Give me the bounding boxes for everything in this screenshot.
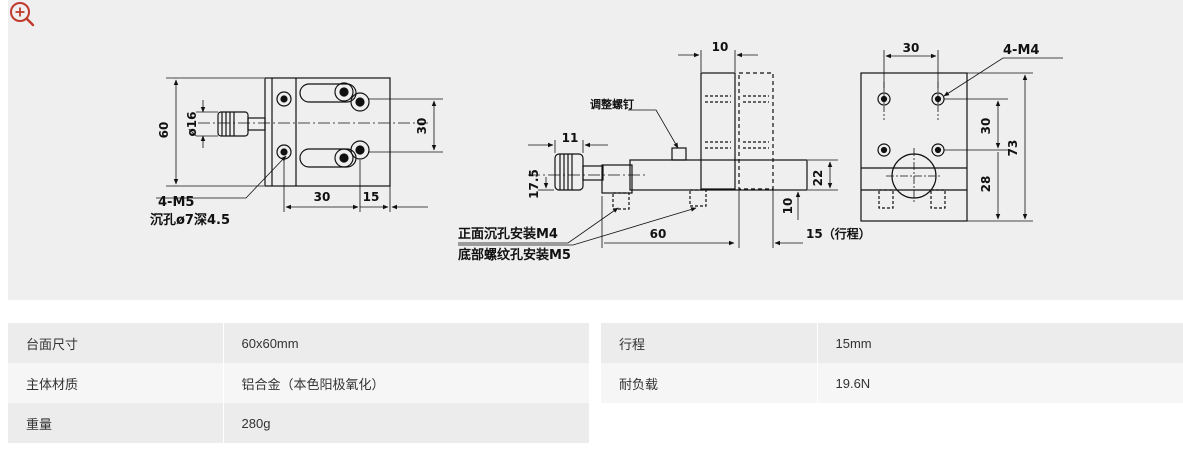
left-dim-60: 60	[157, 122, 171, 139]
spec-table-right: 行程 15mm 耐负载 19.6N	[601, 323, 1183, 403]
spec-value: 280g	[223, 403, 589, 443]
table-row: 重量 280g	[8, 403, 589, 443]
right-label-4m4: 4-M4	[1003, 43, 1039, 58]
right-view	[860, 50, 1063, 222]
right-view-body	[860, 72, 968, 222]
left-dim-30: 30	[314, 190, 331, 204]
left-note-counterbore: 沉孔ø7深4.5	[150, 212, 230, 228]
left-view-body	[264, 77, 391, 187]
middle-upright-front	[700, 72, 736, 190]
middle-dim-11: 11	[562, 131, 579, 145]
middle-upright-rear	[738, 72, 774, 190]
spec-label: 耐负载	[601, 363, 818, 403]
middle-view	[458, 50, 838, 248]
left-dim-15: 15	[363, 190, 380, 204]
middle-note-front: 正面沉孔安装M4	[458, 226, 558, 242]
left-dim-phi16: ø16	[185, 112, 199, 137]
middle-dim-15-travel: 15（行程）	[806, 226, 871, 241]
spec-label: 主体材质	[8, 363, 224, 403]
zoom-in-icon[interactable]	[8, 0, 36, 28]
left-view	[156, 77, 443, 212]
spec-value: 铝合金（本色阳极氧化）	[223, 363, 589, 403]
spec-label: 行程	[601, 323, 818, 363]
middle-dim-60: 60	[650, 227, 667, 241]
middle-note-bottom: 底部螺纹孔安装M5	[458, 247, 571, 263]
spec-value: 19.6N	[817, 363, 1183, 403]
left-note-4m5: 4-M5	[158, 195, 194, 210]
middle-label-adjust-screw: 调整螺钉	[590, 97, 634, 111]
technical-drawing-panel: 60 ø16 30 30 15 4-M5 沉孔ø7深4.5	[8, 0, 1183, 300]
middle-dim-10-top: 10	[712, 40, 729, 54]
right-dim-73: 73	[1006, 140, 1020, 157]
right-dim-30: 30	[903, 41, 920, 55]
left-dim-30-vertical: 30	[415, 118, 429, 135]
spec-label: 重量	[8, 403, 224, 443]
spec-table-left: 台面尺寸 60x60mm 主体材质 铝合金（本色阳极氧化） 重量 280g	[8, 323, 589, 443]
table-row: 行程 15mm	[601, 323, 1183, 363]
middle-dim-22: 22	[811, 170, 825, 187]
middle-base	[629, 159, 808, 191]
technical-drawing: 60 ø16 30 30 15 4-M5 沉孔ø7深4.5	[150, 40, 1063, 263]
spec-value: 15mm	[817, 323, 1183, 363]
right-dim-30-vertical: 30	[979, 118, 993, 135]
spec-value: 60x60mm	[223, 323, 589, 363]
middle-dim-17-5: 17.5	[527, 169, 541, 199]
middle-knob	[554, 153, 584, 191]
table-row: 台面尺寸 60x60mm	[8, 323, 589, 363]
middle-dim-10-bottom: 10	[781, 198, 795, 215]
table-row: 主体材质 铝合金（本色阳极氧化）	[8, 363, 589, 403]
table-row: 耐负载 19.6N	[601, 363, 1183, 403]
right-dim-28: 28	[979, 176, 993, 193]
spec-label: 台面尺寸	[8, 323, 224, 363]
